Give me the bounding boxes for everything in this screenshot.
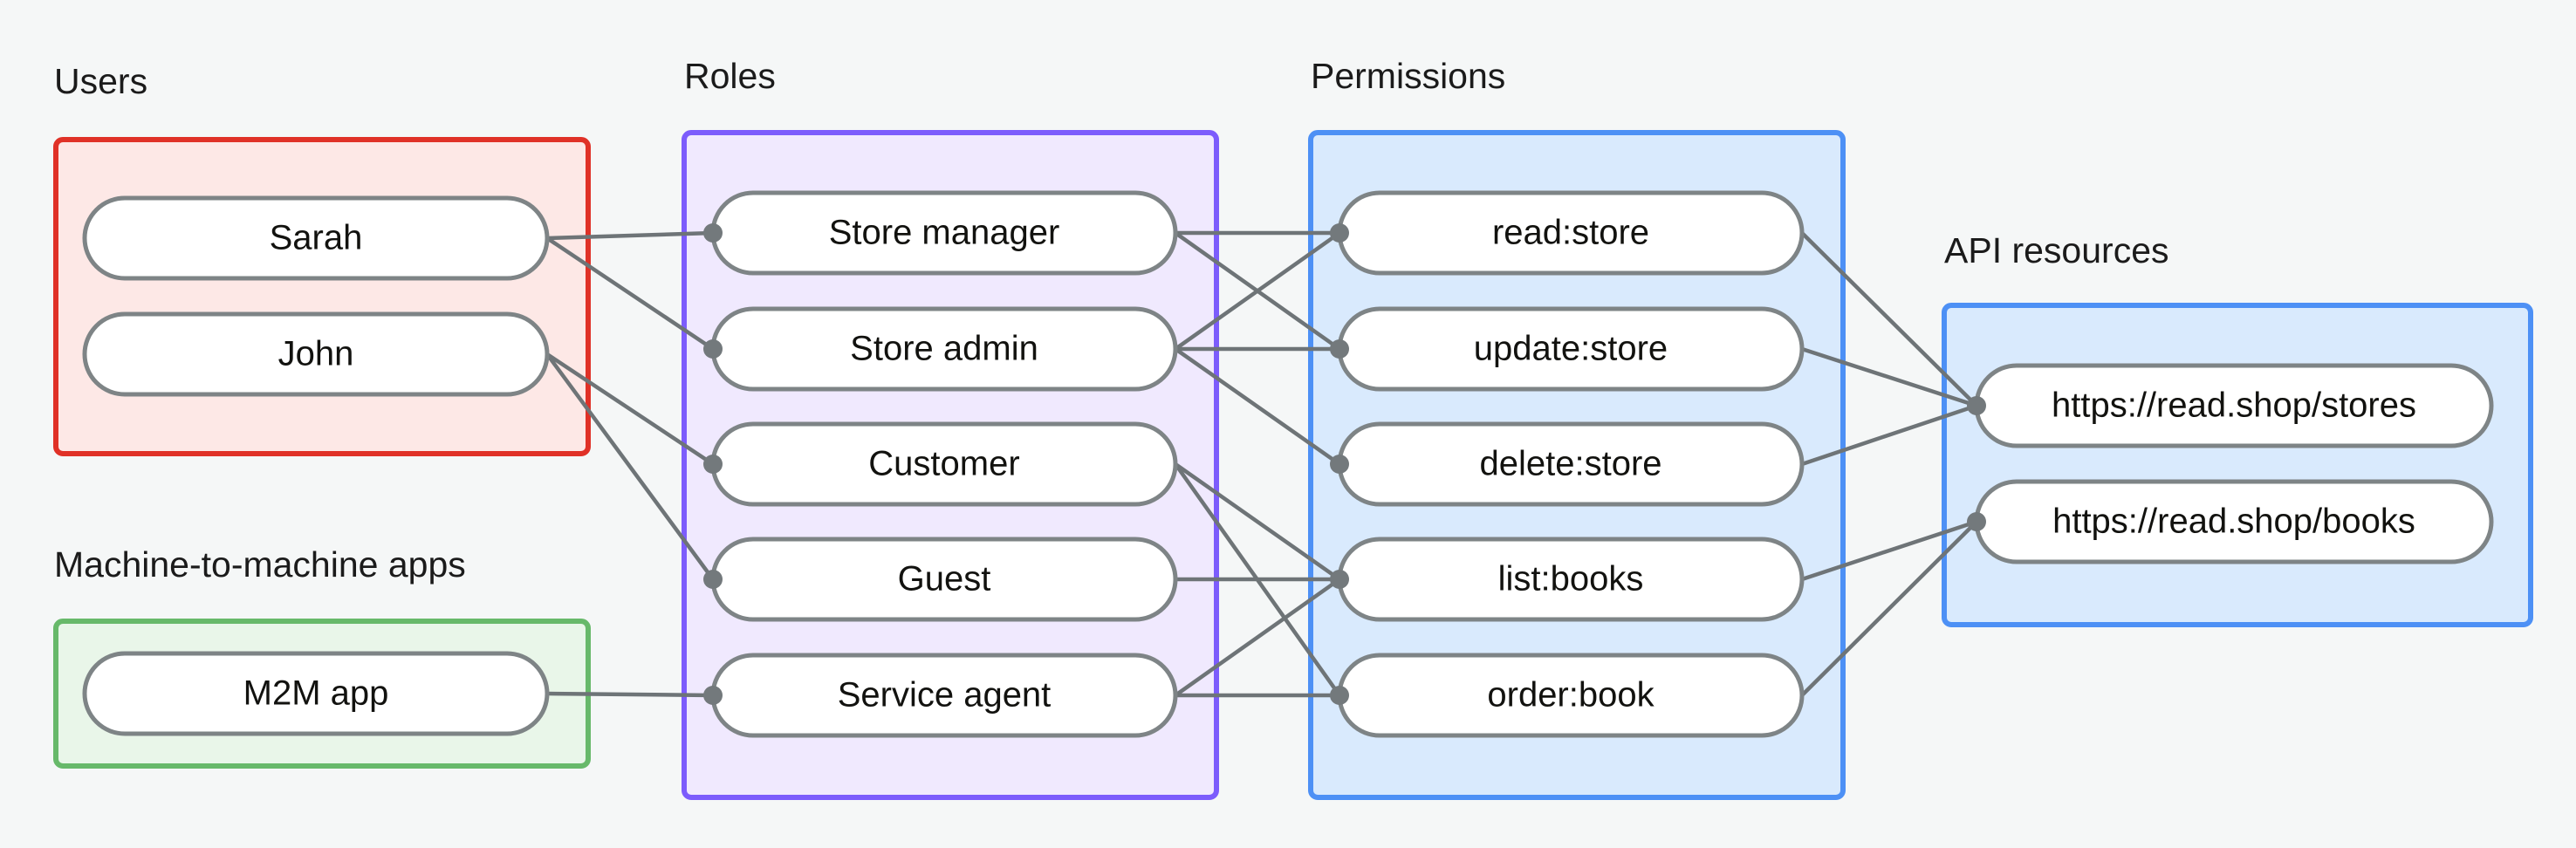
edge-list-books-to-res-books <box>1801 519 1977 582</box>
edge-customer-to-list-books <box>1174 462 1341 581</box>
group-label-permissions: Permissions <box>1311 56 1505 96</box>
edge-delete-store-to-res-stores <box>1801 403 1977 467</box>
node-label-read-store: read:store <box>1492 214 1649 252</box>
group-label-users: Users <box>54 61 147 101</box>
node-label-customer: Customer <box>868 445 1019 483</box>
node-label-res-books: https://read.shop/books <box>2052 503 2415 541</box>
anchor-store-admin <box>703 339 723 359</box>
node-label-service-agent: Service agent <box>838 676 1052 715</box>
node-label-store-manager: Store manager <box>829 214 1060 252</box>
edge-update-store-to-res-stores <box>1801 346 1977 408</box>
connector-lines <box>545 230 1978 698</box>
edge-sarah-to-store-admin <box>545 236 715 351</box>
edge-read-store-to-res-stores <box>1800 231 1978 407</box>
node-john[interactable] <box>82 311 550 397</box>
anchor-service-agent <box>703 686 723 705</box>
edge-sarah-to-store-manager <box>546 230 714 241</box>
anchor-guest <box>703 570 723 589</box>
anchor-update-store <box>1330 339 1349 359</box>
node-label-update-store: update:store <box>1474 330 1668 368</box>
anchor-delete-store <box>1330 455 1349 474</box>
group-box-users <box>53 137 591 456</box>
anchor-order-book <box>1330 686 1349 705</box>
anchor-res-books <box>1967 512 1986 531</box>
anchor-list-books <box>1330 570 1349 589</box>
edge-service-agent-to-list-books <box>1174 578 1341 697</box>
node-label-m2mapp: M2M app <box>243 674 389 713</box>
node-label-john: John <box>278 335 354 373</box>
edge-m2mapp-to-service-agent <box>546 691 714 698</box>
node-sarah[interactable] <box>82 195 550 281</box>
node-label-res-stores: https://read.shop/stores <box>2052 386 2416 425</box>
node-label-list-books: list:books <box>1498 560 1644 598</box>
group-label-m2m: Machine-to-machine apps <box>54 544 466 585</box>
edge-john-to-guest <box>545 352 715 581</box>
node-label-delete-store: delete:store <box>1479 445 1661 483</box>
node-label-order-book: order:book <box>1487 676 1655 715</box>
anchor-customer <box>703 455 723 474</box>
node-label-store-admin: Store admin <box>850 330 1038 368</box>
edge-store-admin-to-read-store <box>1174 231 1341 351</box>
edge-order-book-to-res-books <box>1800 520 1978 697</box>
connector-anchors <box>703 223 1986 705</box>
node-m2mapp[interactable] <box>82 651 550 736</box>
anchor-read-store <box>1330 223 1349 243</box>
edge-john-to-customer <box>545 352 715 466</box>
anchor-store-manager <box>703 223 723 243</box>
edge-store-admin-to-delete-store <box>1174 347 1341 466</box>
group-label-api-resources: API resources <box>1944 230 2169 270</box>
node-label-guest: Guest <box>898 560 991 598</box>
group-label-roles: Roles <box>684 56 776 96</box>
node-label-sarah: Sarah <box>270 219 363 257</box>
anchor-res-stores <box>1967 396 1986 415</box>
group-box-api-resources <box>1942 303 2533 627</box>
